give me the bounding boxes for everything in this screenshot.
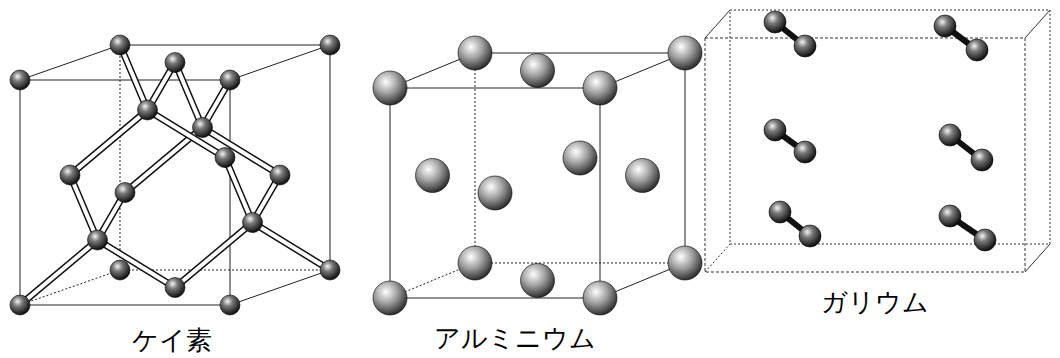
atom <box>668 36 702 70</box>
bond <box>148 110 226 158</box>
atom <box>320 260 340 280</box>
cell-edge <box>705 244 730 272</box>
atom <box>563 141 597 175</box>
cell-edge <box>705 10 730 38</box>
cell-edge <box>475 53 476 263</box>
bond <box>175 63 203 128</box>
bond-outline <box>98 240 176 288</box>
atom <box>799 225 821 247</box>
bond-outline <box>20 240 98 305</box>
atom <box>521 54 555 88</box>
bond-outline <box>70 110 148 175</box>
cell-edge <box>330 45 331 270</box>
atom <box>220 295 240 315</box>
cell-edge <box>475 53 685 54</box>
cell-edge <box>120 45 121 270</box>
atom <box>320 35 340 55</box>
atom <box>966 39 988 61</box>
bond <box>98 240 176 288</box>
cell-edge <box>20 80 230 81</box>
cell-edge <box>685 53 686 263</box>
cell-edge <box>390 298 600 299</box>
atom <box>583 71 617 105</box>
atom <box>458 36 492 70</box>
atom <box>794 35 816 57</box>
atom <box>764 119 786 141</box>
atom <box>764 11 786 33</box>
atom <box>668 246 702 280</box>
atom <box>769 201 791 223</box>
structure-label: ケイ素 <box>132 326 212 355</box>
bond <box>20 240 98 305</box>
atom <box>934 15 956 37</box>
cell-edge <box>20 305 230 306</box>
bond <box>225 158 253 223</box>
atom <box>110 35 130 55</box>
atom <box>110 260 130 280</box>
gallium-cell <box>705 10 1050 272</box>
atom <box>583 281 617 315</box>
gallium-dimers <box>764 11 996 251</box>
structure-label: ガリウム <box>821 288 929 317</box>
bond <box>70 175 98 240</box>
silicon-cell <box>10 35 340 315</box>
atom <box>165 53 185 73</box>
atom <box>939 124 961 146</box>
atom <box>458 246 492 280</box>
structure-label: アルミニウム <box>434 324 596 353</box>
atom <box>626 159 660 193</box>
aluminium-cell <box>373 36 702 315</box>
cell-edge <box>20 270 120 305</box>
back-face <box>730 10 1050 244</box>
bond-outline <box>175 223 253 288</box>
cell-edge <box>1025 10 1050 38</box>
bond <box>120 45 148 110</box>
bond-outline <box>120 45 148 110</box>
cell-edge <box>20 80 21 305</box>
bond-outline <box>225 158 253 223</box>
cell-edge <box>600 88 601 298</box>
cell-edge <box>230 45 330 80</box>
atom <box>521 264 555 298</box>
cell-edge <box>230 270 330 305</box>
atom <box>193 118 213 138</box>
cell-edge <box>120 45 330 46</box>
front-face <box>705 38 1025 272</box>
atom <box>60 165 80 185</box>
atom <box>794 141 816 163</box>
atom <box>373 71 407 105</box>
bond-outline <box>70 175 98 240</box>
cell-edge <box>230 80 231 305</box>
atom <box>10 70 30 90</box>
atom <box>88 230 108 250</box>
atom <box>373 281 407 315</box>
atom <box>215 148 235 168</box>
atom <box>270 165 290 185</box>
atom <box>243 213 263 233</box>
atom <box>115 183 135 203</box>
atom <box>416 159 450 193</box>
atom <box>974 229 996 251</box>
atom <box>165 278 185 298</box>
bond <box>175 223 253 288</box>
atom <box>138 100 158 120</box>
cell-edge <box>475 263 685 264</box>
cell-edge <box>390 88 600 89</box>
bond-outline <box>175 63 203 128</box>
bond-outline <box>253 223 331 271</box>
bond <box>253 223 331 271</box>
cell-edge <box>1025 244 1050 272</box>
atom <box>220 70 240 90</box>
cell-edge <box>390 88 391 298</box>
bond <box>70 110 148 175</box>
atom <box>939 205 961 227</box>
atom <box>971 149 993 171</box>
bond-outline <box>148 110 226 158</box>
cell-edge <box>20 45 120 80</box>
atom <box>10 295 30 315</box>
atom <box>478 176 512 210</box>
